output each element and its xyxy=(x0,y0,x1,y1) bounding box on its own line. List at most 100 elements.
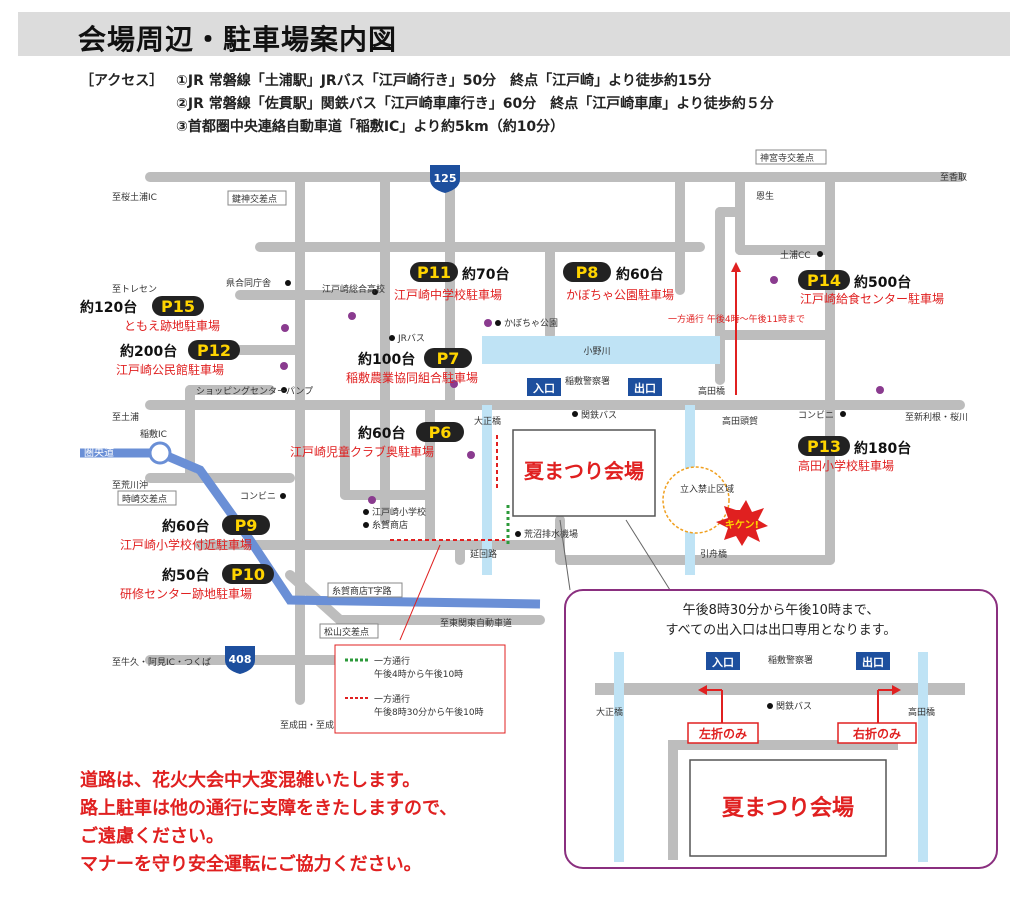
inset-entrance-label: 入口 xyxy=(712,656,734,669)
exit-sign xyxy=(628,378,662,396)
route-125-number: 125 xyxy=(434,172,457,185)
legend-green-title: 一方通行 xyxy=(374,655,410,667)
kantetsu-bus: 関鉄バス xyxy=(581,409,617,421)
itoga-t-junction: 糸賀商店T字路 xyxy=(332,585,392,597)
parking-dots xyxy=(280,276,884,504)
inset-pointer-line-2 xyxy=(559,519,571,591)
tennomichi: 延回路 xyxy=(470,548,497,560)
inset-exit-sign xyxy=(856,652,890,670)
p11-count: 約70台 xyxy=(462,266,509,283)
p6-id: P6 xyxy=(429,423,452,442)
dir-sakuragawa: 至新利根・桜川 xyxy=(905,411,968,423)
dir-katori: 至香取 xyxy=(940,172,967,183)
p9-count: 約60台 xyxy=(162,518,209,535)
intersection-labels: 鍵神交差点 神宮寺交差点 時崎交差点 糸賀商店T字路 松山交差点 xyxy=(117,149,827,639)
p6-count: 約60台 xyxy=(358,425,405,442)
parking-dot-p11 xyxy=(348,312,356,320)
inset-left-only: 左折のみ xyxy=(698,726,747,741)
p9-id: P9 xyxy=(235,516,258,535)
hikifune-bridge: 引舟橋 xyxy=(700,548,727,560)
warning-line-4: マナーを守り安全運転にご協力ください。 xyxy=(80,854,422,875)
inashiki-police: 稲敷警察署 xyxy=(565,375,610,387)
parking-dot-p13 xyxy=(876,386,884,394)
venue-label: 夏まつり会場 xyxy=(524,459,644,483)
p8-id: P8 xyxy=(576,263,599,282)
p15-count: 約120台 xyxy=(80,299,137,316)
landmarks: 県合同庁舎 江戸崎総合高校 JRバス かぼちゃ公園 ショッピングセンターパンプ … xyxy=(196,190,846,560)
inset-police: 稲敷警察署 xyxy=(768,654,813,666)
p13-id: P13 xyxy=(807,437,841,456)
takada-bridge: 高田橋 xyxy=(698,385,725,397)
taisho-bridge: 大正橋 xyxy=(474,415,501,427)
entrance-label: 入口 xyxy=(533,382,555,395)
p12-count: 約200台 xyxy=(120,343,177,360)
title-bar: 会場周辺・駐車場案内図 xyxy=(18,12,1010,56)
shopping-center: ショッピングセンターパンプ xyxy=(196,385,313,397)
warning-line-3: ご遠慮ください。 xyxy=(80,826,224,847)
dir-toresen: 至トレセン xyxy=(112,284,157,295)
dir-tsuchiura-ic: 至桜土浦IC xyxy=(112,191,157,203)
parking-dot-p7 xyxy=(450,380,458,388)
tokiwa-intersection: 時崎交差点 xyxy=(122,493,167,505)
p12-name: 江戸崎公民館駐車場 xyxy=(116,362,224,377)
warning-line-2: 路上駐車は他の通行に支障をきたしますので、 xyxy=(80,798,458,819)
p11-id: P11 xyxy=(417,263,451,282)
parking-dot-p14 xyxy=(770,276,778,284)
route-408-number: 408 xyxy=(229,653,252,666)
access-line-3: ③首都圏中央連絡自動車道「稲敷IC」より約5km（約10分） xyxy=(176,119,565,135)
no-entry-label: 立入禁止区域 xyxy=(680,483,734,495)
legend-green-time: 午後4時から午後10時 xyxy=(374,668,463,680)
no-entry-zone xyxy=(662,466,730,534)
one-way-arrow-head xyxy=(731,262,741,272)
inset-right-only: 右折のみ xyxy=(852,726,901,741)
p10-id: P10 xyxy=(231,565,265,584)
danger-burst-icon xyxy=(716,500,768,546)
page-title: 会場周辺・駐車場案内図 xyxy=(78,23,398,56)
p14-name: 江戸崎給食センター駐車場 xyxy=(800,291,944,306)
godo-office: 県合同庁舎 xyxy=(226,277,271,289)
route-125-shield: 125 xyxy=(430,165,460,193)
p8-name: かぼちゃ公園駐車場 xyxy=(566,287,674,302)
inset-bus: 関鉄バス xyxy=(776,700,812,712)
exit-label: 出口 xyxy=(634,381,656,395)
p9-name: 江戸崎小学校付近駐車場 xyxy=(120,537,252,552)
inset-venue-label: 夏まつり会場 xyxy=(722,795,854,821)
p11-name: 江戸崎中学校駐車場 xyxy=(394,287,502,302)
p7-count: 約100台 xyxy=(358,351,415,368)
p12-id: P12 xyxy=(197,341,231,360)
legend-red-time: 午後8時30分から午後10時 xyxy=(374,706,484,718)
inset-taisho: 大正橋 xyxy=(596,706,623,718)
one-way-legend: 一方通行 午後4時から午後10時 一方通行 午後8時30分から午後10時 xyxy=(334,644,506,734)
p10-count: 約50台 xyxy=(162,567,209,584)
inset-entrance-sign xyxy=(706,652,740,670)
p13-count: 約180台 xyxy=(854,440,911,457)
inset-pointer-line xyxy=(625,519,671,591)
p10-name: 研修センター跡地駐車場 xyxy=(120,586,252,601)
edosaki-es: 江戸崎小学校 xyxy=(372,506,426,518)
p7-id: P7 xyxy=(437,349,460,368)
p15-id: P15 xyxy=(161,297,195,316)
jr-bus-stop: JRバス xyxy=(397,333,425,344)
parking-dot-p6 xyxy=(467,451,475,459)
parking-dot-p15 xyxy=(281,324,289,332)
shiroyama-intersection: 松山交差点 xyxy=(324,626,369,638)
kenjin-intersection: 鍵神交差点 xyxy=(232,193,277,205)
p7-name: 稲敷農業協同組合駐車場 xyxy=(346,370,478,385)
p8-count: 約60台 xyxy=(616,266,663,283)
inset-line-2: すべての出入口は出口専用となります。 xyxy=(666,623,897,638)
kabocha-park: かぼちゃ公園 xyxy=(504,318,558,329)
inset-exit-label: 出口 xyxy=(862,655,884,669)
inashiki-ic-icon xyxy=(148,441,172,465)
parking-dot-p8 xyxy=(484,319,492,327)
legend-pointer-line xyxy=(399,544,441,641)
route-408-shield: 408 xyxy=(225,646,255,674)
onogawa-label: 小野川 xyxy=(583,346,610,357)
parking-dot-p9 xyxy=(368,496,376,504)
dir-narita: 至成田・至成田IC xyxy=(280,719,352,731)
inset-line-1: 午後8時30分から午後10時まで、 xyxy=(683,603,880,618)
expressway xyxy=(80,448,541,609)
tsuchiura-cc: 土浦CC xyxy=(780,249,811,261)
p13-name: 高田小学校駐車場 xyxy=(798,458,894,473)
